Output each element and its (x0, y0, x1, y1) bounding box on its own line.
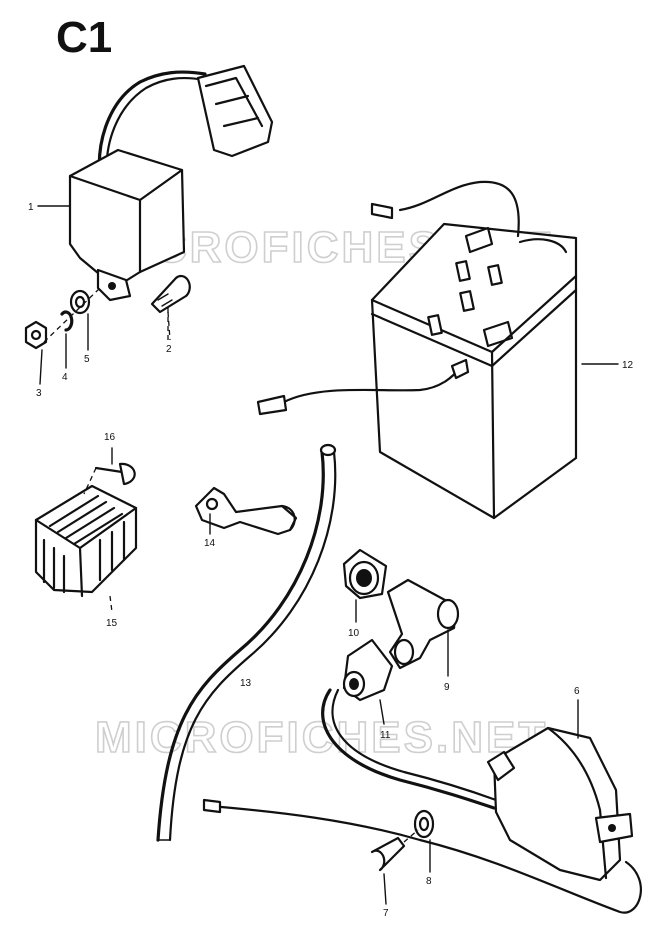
page-title: C1 (56, 13, 112, 62)
callout-12: 12 (622, 360, 634, 371)
callout-4: 4 (62, 372, 68, 383)
part-bracket-14 (194, 486, 298, 536)
callout-10: 10 (348, 628, 360, 639)
callout-9: 9 (444, 682, 450, 693)
part-spring-washer-4 (60, 310, 74, 332)
part-boot-11 (342, 638, 394, 702)
callout-7: 7 (383, 908, 389, 919)
part-bolt-2 (150, 275, 191, 340)
callout-3: 3 (36, 388, 42, 399)
part-washer-8 (413, 809, 435, 839)
callout-8: 8 (426, 876, 432, 887)
callout-15: 15 (106, 618, 118, 629)
callout-16: 16 (104, 432, 116, 443)
part-ignition-coil (202, 688, 642, 914)
part-plug-cap-9 (386, 578, 460, 670)
part-cap-10 (342, 548, 388, 600)
callout-numbers: 1 2 3 4 5 6 7 8 9 10 11 12 13 14 15 16 (28, 202, 634, 919)
callout-2: 2 (166, 344, 172, 355)
part-tube-13 (156, 443, 337, 842)
part-washer-5 (69, 289, 91, 315)
part-cdi-unit (68, 64, 274, 302)
callout-6: 6 (574, 686, 580, 697)
part-nut-3 (24, 320, 48, 350)
part-regulator-rectifier (34, 484, 138, 598)
part-screw-16 (83, 462, 136, 495)
callout-leaders (37, 205, 619, 905)
callout-14: 14 (204, 538, 216, 549)
callout-11: 11 (380, 730, 391, 741)
part-battery (256, 180, 578, 520)
callout-1: 1 (28, 202, 34, 213)
callout-5: 5 (84, 354, 90, 365)
watermark-bottom: MICROFICHES.NET (95, 713, 548, 762)
callout-13: 13 (240, 678, 252, 689)
part-bolt-7 (370, 829, 419, 872)
